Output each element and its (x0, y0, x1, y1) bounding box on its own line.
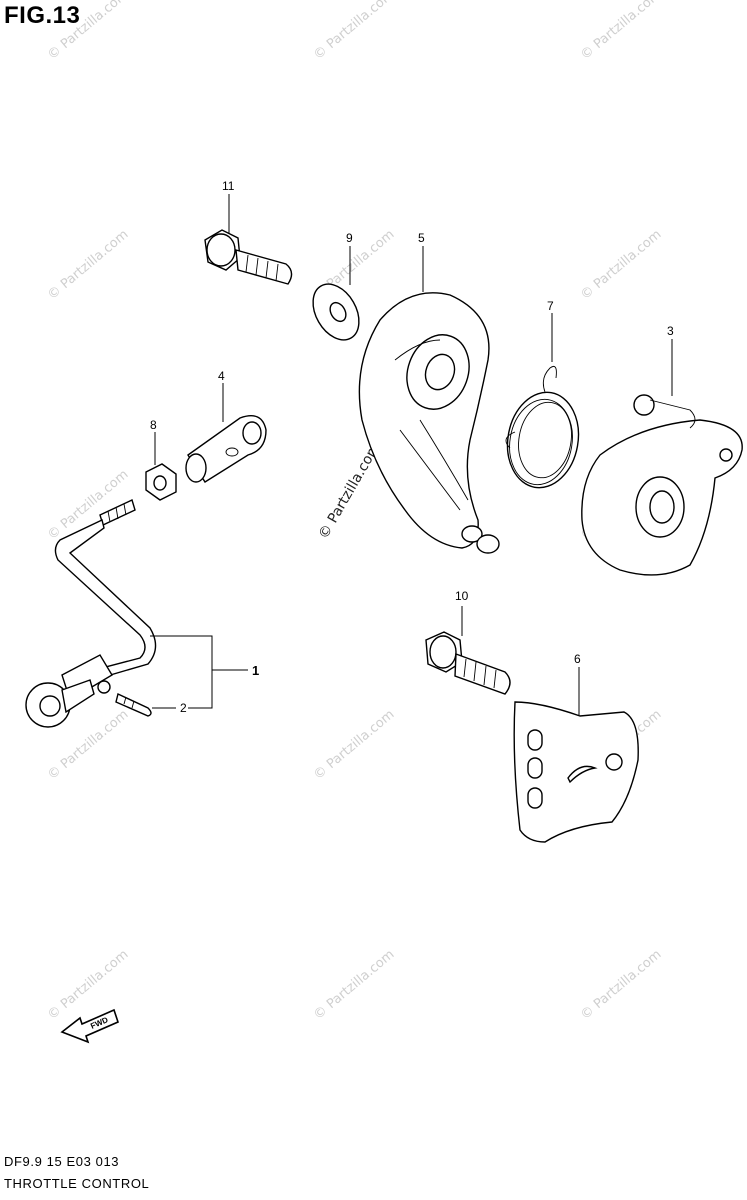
watermark: © Partzilla.com (578, 227, 664, 303)
figure-title: FIG.13 (4, 2, 81, 29)
callout-10[interactable]: 10 (455, 589, 469, 603)
callout-1[interactable]: 1 (252, 663, 259, 678)
watermark: © Partzilla.com (311, 0, 397, 63)
callout-2[interactable]: 2 (180, 701, 187, 715)
leader-1-bracket (150, 635, 213, 709)
watermark: © Partzilla.com (45, 947, 131, 1023)
callout-5[interactable]: 5 (418, 231, 425, 245)
watermark-layer: © Partzilla.com © Partzilla.com © Partzi… (45, 0, 664, 1023)
part-3-throttle-cam[interactable] (581, 394, 743, 576)
callout-8[interactable]: 8 (150, 418, 157, 432)
watermark: © Partzilla.com (45, 0, 131, 63)
watermark: © Partzilla.com (311, 707, 397, 783)
callout-9[interactable]: 9 (346, 231, 353, 245)
part-7-spring[interactable] (500, 365, 586, 493)
callout-7[interactable]: 7 (547, 299, 554, 313)
part-1-throttle-rod[interactable] (25, 499, 157, 728)
watermark: © Partzilla.com (45, 227, 131, 303)
part-9-washer[interactable] (304, 276, 369, 348)
diagram-code: DF9.9 15 E03 013 (4, 1154, 120, 1169)
callout-11[interactable]: 11 (222, 179, 235, 193)
part-4-rod-end[interactable] (185, 415, 267, 483)
watermark: © Partzilla.com (311, 947, 397, 1023)
part-5-throttle-lever[interactable] (358, 292, 500, 554)
forward-direction-arrow: FWD (60, 1008, 119, 1044)
callout-3[interactable]: 3 (667, 324, 674, 338)
part-11-bolt[interactable] (204, 229, 293, 285)
part-10-bolt[interactable] (425, 631, 511, 695)
part-2-pin[interactable] (115, 693, 152, 717)
watermark: © Partzilla.com (578, 0, 664, 63)
part-8-nut[interactable] (145, 463, 177, 501)
callout-4[interactable]: 4 (218, 369, 225, 383)
diagram-title: THROTTLE CONTROL (4, 1176, 150, 1191)
part-6-bracket[interactable] (513, 701, 639, 843)
watermark: © Partzilla.com (578, 947, 664, 1023)
callout-6[interactable]: 6 (574, 652, 581, 666)
